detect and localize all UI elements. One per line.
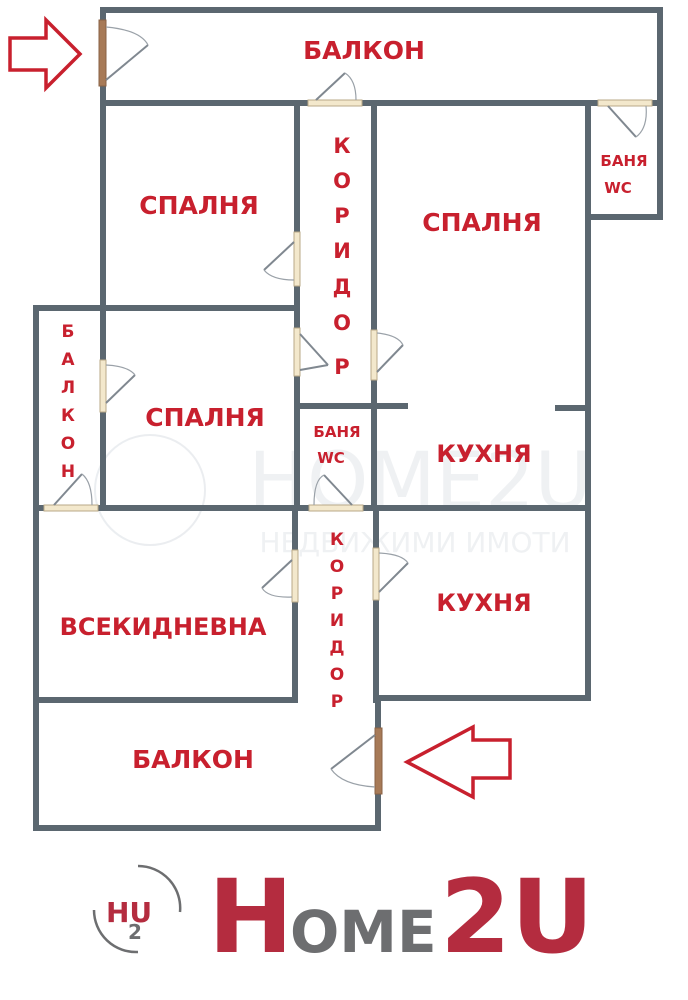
label-bedroom-2: СПАЛНЯ — [422, 208, 542, 237]
svg-text:К: К — [61, 406, 75, 426]
label-balcony-top: БАЛКОН — [303, 36, 425, 65]
svg-text:Д: Д — [329, 638, 344, 658]
svg-text:Р: Р — [331, 692, 343, 712]
svg-text:Р: Р — [334, 355, 349, 379]
entry-door-top — [98, 19, 107, 87]
label-balcony-bottom: БАЛКОН — [132, 745, 254, 774]
label-kitchen-1: КУХНЯ — [436, 440, 531, 468]
label-bath-mid-2: WC — [317, 449, 345, 467]
entrance-arrow-bottom — [403, 724, 512, 800]
svg-text:2: 2 — [128, 920, 142, 944]
svg-text:А: А — [61, 350, 75, 370]
svg-text:О: О — [333, 169, 351, 193]
svg-text:Б: Б — [62, 322, 75, 342]
logo-2u: 2U — [440, 858, 594, 977]
svg-text:И: И — [330, 611, 344, 631]
entry-door-bottom — [374, 727, 383, 795]
svg-text:HOME2U: HOME2U — [248, 437, 591, 527]
svg-text:НЕДВИЖИМИ ИМОТИ: НЕДВИЖИМИ ИМОТИ — [259, 526, 570, 559]
room-labels: БАЛКОН СПАЛНЯ К О Р И Д О Р СПАЛНЯ БАНЯ … — [60, 36, 648, 774]
label-bedroom-1: СПАЛНЯ — [139, 191, 259, 220]
svg-text:К: К — [330, 530, 344, 550]
doors — [43, 19, 653, 795]
svg-text:Д: Д — [333, 275, 352, 299]
label-kitchen-2: КУХНЯ — [436, 589, 531, 617]
label-bath-top-2: WC — [604, 179, 632, 197]
label-corridor-top: К О Р И Д О Р — [333, 134, 352, 379]
svg-text:Н: Н — [61, 462, 75, 482]
svg-text:И: И — [333, 239, 351, 263]
logo-emblem: HU 2 — [92, 864, 182, 954]
svg-text:Р: Р — [334, 204, 349, 228]
svg-text:HU: HU — [106, 896, 152, 929]
label-corridor-bottom: К О Р И Д О Р — [329, 530, 344, 712]
watermark: HOME2U НЕДВИЖИМИ ИМОТИ — [94, 434, 592, 559]
svg-text:О: О — [330, 557, 344, 577]
entrance-arrow-top — [8, 15, 83, 93]
label-balcony-left: Б А Л К О Н — [61, 322, 76, 482]
svg-text:О: О — [333, 311, 351, 335]
label-bath-mid-1: БАНЯ — [313, 423, 360, 441]
svg-text:К: К — [333, 134, 350, 158]
svg-text:Л: Л — [61, 378, 75, 398]
label-bedroom-3: СПАЛНЯ — [145, 403, 265, 432]
svg-text:О: О — [61, 434, 75, 454]
svg-text:О: О — [330, 665, 344, 685]
label-bath-top-1: БАНЯ — [600, 152, 647, 170]
svg-text:Р: Р — [331, 584, 343, 604]
logo-ome: OME — [290, 898, 437, 966]
label-living-room: ВСЕКИДНЕВНА — [60, 613, 267, 641]
walls — [33, 7, 663, 831]
home2u-logo: HU 2 H OME 2U — [92, 858, 594, 977]
logo-h: H — [208, 858, 293, 977]
